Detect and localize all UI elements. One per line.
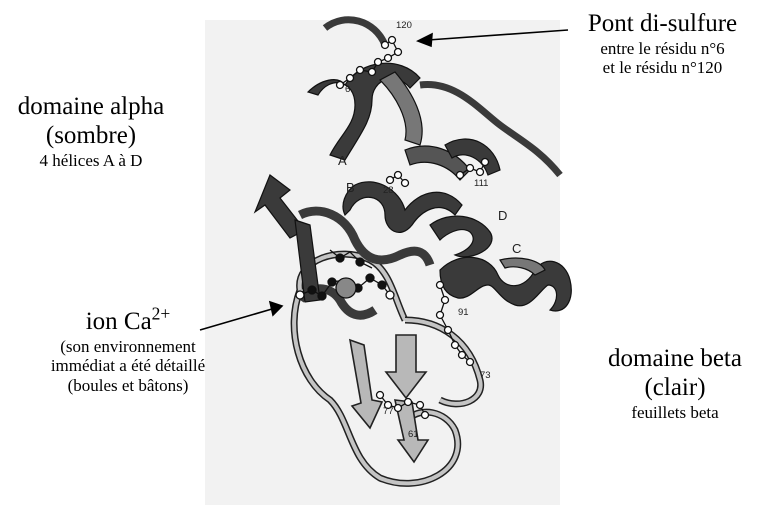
calcium-ion-sphere	[336, 278, 356, 298]
residue-label-61: 61	[408, 429, 419, 440]
alpha-subtitle: 4 hélices A à D	[0, 151, 182, 171]
residue-label-28: 28	[383, 185, 394, 196]
residue-label-77: 77	[383, 406, 394, 417]
disulfide-line-2: et le résidu n°120	[565, 58, 760, 78]
residue-label-120: 120	[396, 20, 412, 31]
beta-domain-annotation: domaine beta (clair) feuillets beta	[590, 345, 760, 422]
helix-label-d: D	[498, 208, 507, 223]
disulfide-line-1: entre le résidu n°6	[565, 39, 760, 59]
residue-label-73: 73	[480, 370, 491, 381]
disulfide-annotation: Pont di-sulfure entre le résidu n°6 et l…	[565, 10, 760, 78]
alpha-title-1: domaine alpha	[0, 93, 182, 122]
calcium-annotation: ion Ca2+ (son environnement immédiat a é…	[18, 308, 238, 395]
beta-title-2: (clair)	[590, 374, 760, 403]
residue-label-6: 6	[345, 84, 350, 95]
beta-subtitle: feuillets beta	[590, 403, 760, 423]
alpha-title-2: (sombre)	[0, 122, 182, 151]
helix-label-b: B	[346, 180, 355, 195]
residue-label-91: 91	[458, 307, 469, 318]
calcium-title: ion Ca2+	[18, 308, 238, 337]
beta-title-1: domaine beta	[590, 345, 760, 374]
residue-label-111: 111	[474, 178, 488, 189]
calcium-line-3: (boules et bâtons)	[18, 376, 238, 396]
calcium-line-2: immédiat a été détaillé	[18, 356, 238, 376]
helix-label-c: C	[512, 241, 521, 256]
disulfide-title: Pont di-sulfure	[565, 10, 760, 39]
alpha-domain-annotation: domaine alpha (sombre) 4 hélices A à D	[0, 93, 182, 170]
calcium-line-1: (son environnement	[18, 337, 238, 357]
calcium-title-text: ion Ca	[86, 308, 152, 335]
calcium-charge: 2+	[152, 303, 171, 323]
helix-label-a: A	[338, 153, 347, 168]
